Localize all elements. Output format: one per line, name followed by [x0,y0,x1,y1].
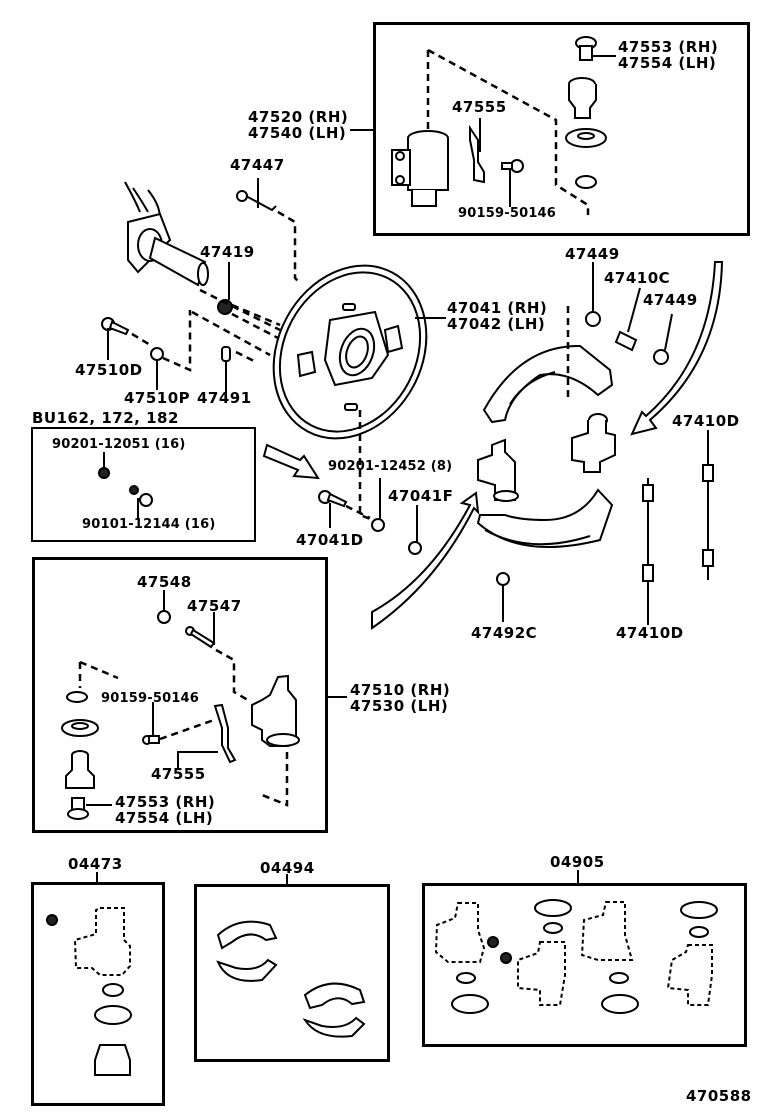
kit-04905-contents-icon [434,899,718,1014]
label-47555-mid: 47555 [151,765,206,783]
bleeder-47547-icon [185,626,216,649]
label-47540-lh: 47540 (LH) [248,124,347,142]
spring-47410d-long-icon [702,462,714,580]
top-adjuster-screw-icon [575,36,616,61]
label-47554-lh-mid: 47554 (LH) [115,809,214,827]
label-47510d: 47510D [75,361,143,379]
adjuster-screw-mid-icon [67,797,89,820]
label-47520-rh: 47520 (RH) [248,108,349,126]
label-47510-rh: 47510 (RH) [350,681,451,699]
spring-47410d-short-icon [642,478,654,625]
bolt-47510d-icon [101,317,130,336]
adjuster-mid-icon [65,750,95,789]
cap-47548-icon [157,610,171,624]
top-plate-47555-icon [469,124,485,184]
spring-47410c-icon [614,330,638,352]
label-47042-lh: 47042 (LH) [447,315,546,333]
label-47553-rh: 47553 (RH) [618,38,719,56]
label-47492c: 47492C [471,624,538,642]
nut-90201-12452-icon [371,518,385,532]
washer-47510p-icon [150,347,164,361]
label-47447: 47447 [230,156,285,174]
retainer-47449-a-icon [585,311,601,327]
plug-47491-icon [221,346,231,362]
variant-bolt-icon [129,485,153,507]
label-47510p: 47510P [124,389,191,407]
label-47548: 47548 [137,573,192,591]
label-47491: 47491 [197,389,252,407]
nut-47041f-icon [408,541,422,555]
brake-shoe-upper-icon [482,344,614,424]
label-47041f: 47041F [388,487,454,505]
kit-label-04473: 04473 [68,855,123,873]
label-47553-rh-mid: 47553 (RH) [115,793,216,811]
label-47449-b: 47449 [643,291,698,309]
label-47555-top: 47555 [452,98,507,116]
label-47449-a: 47449 [565,245,620,263]
wheel-cylinder-box [32,557,328,833]
clip-47492c-icon [496,572,510,586]
label-90101-12144: 90101-12144 (16) [82,517,216,532]
bolt-47447-icon [236,190,277,212]
label-90201-12051: 90201-12051 (16) [52,437,186,452]
adjuster-assembly-icon [571,413,616,473]
kit-label-04494: 04494 [260,859,315,877]
top-cylinder-box [373,22,750,236]
top-wheel-cylinder-icon [391,130,449,207]
install-arrow-bottom [371,491,480,630]
label-90159-50146-mid: 90159-50146 [101,691,200,706]
top-boot-icon [575,175,597,189]
label-47554-lh: 47554 (LH) [618,54,717,72]
label-47530-lh: 47530 (LH) [350,697,449,715]
kit-box-04905 [422,883,747,1047]
wheel-cylinder-mid-icon [251,674,300,747]
kit-box-04473 [31,882,165,1106]
bolt-47041d-icon [318,490,348,508]
retainer-47449-b-icon [653,349,669,365]
label-90201-12452: 90201-12452 (8) [328,459,453,474]
top-cup-seal-icon [565,128,607,148]
kit-label-04905: 04905 [550,853,605,871]
plate-mid-icon [213,703,237,764]
label-47410d-bottom: 47410D [616,624,684,642]
variant-heading: BU162, 172, 182 [32,409,179,427]
label-47041d: 47041D [296,531,364,549]
backing-plate-icon [272,264,428,440]
top-screw-icon [501,159,524,173]
install-arrow-left [262,443,320,480]
top-guide-dashes [426,48,590,215]
label-47547: 47547 [187,597,242,615]
label-47041-rh: 47041 (RH) [447,299,548,317]
brake-shoe-lower-icon [476,488,614,548]
label-47419: 47419 [200,243,255,261]
figure-number: 470588 [686,1087,752,1105]
axle-hub-icon [124,181,209,287]
variant-box [31,427,256,542]
top-adjuster-body-icon [568,77,597,119]
label-90159-50146-top: 90159-50146 [458,206,557,221]
variant-nut-icon [98,467,110,479]
cup-seal-mid-icon [61,719,99,737]
screw-mid-icon [142,735,160,745]
kit-04494-contents-icon [216,920,366,1038]
label-47410d-top: 47410D [672,412,740,430]
kit-04473-contents-icon [46,907,132,1076]
label-47410c: 47410C [604,269,671,287]
boot-small-icon [66,691,88,703]
kit-box-04494 [194,884,390,1062]
wheel-cylinder-center-icon [477,438,519,502]
install-arrow-right [630,261,724,436]
